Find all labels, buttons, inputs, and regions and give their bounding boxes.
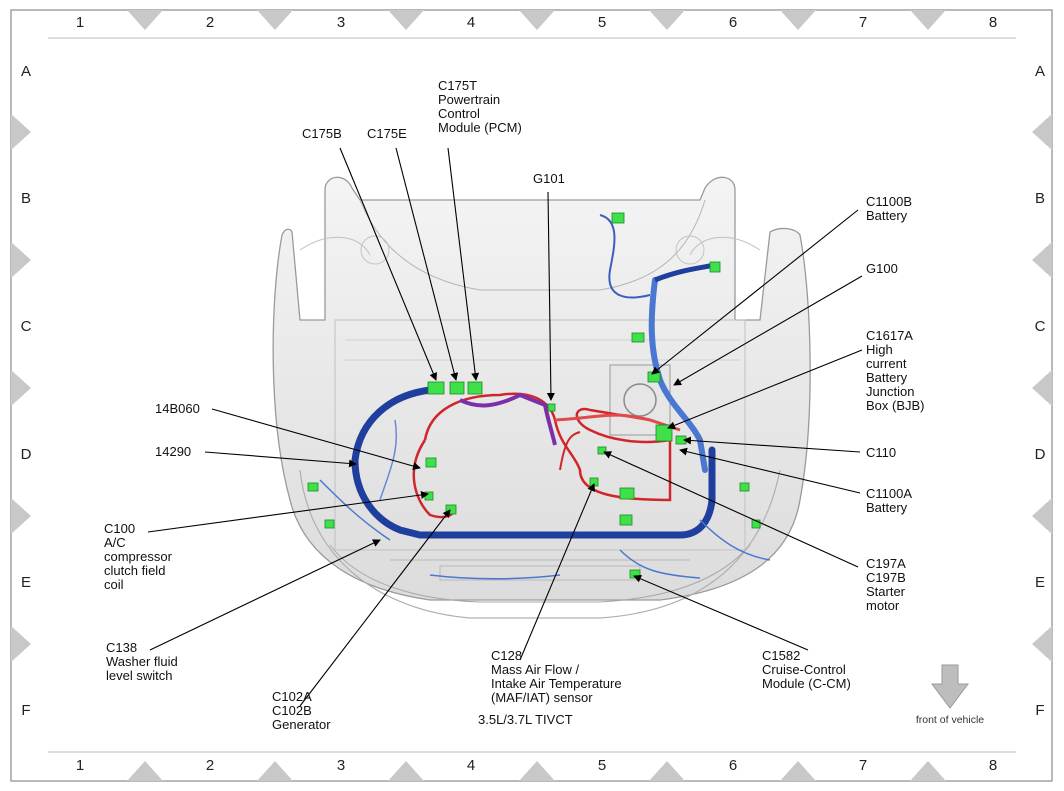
- callout-c197: C197A C197B Starter motor: [866, 556, 909, 613]
- row-label-right: B: [1035, 190, 1045, 207]
- grid-marker: [388, 10, 424, 30]
- grid-marker: [1032, 498, 1052, 534]
- front-of-vehicle-indicator: front of vehicle: [916, 664, 984, 726]
- grid-marker: [11, 626, 31, 662]
- callout-14b060: 14B060: [155, 401, 200, 416]
- col-label-bottom: 6: [729, 757, 737, 774]
- col-label-bottom: 8: [989, 757, 997, 774]
- col-label-top: 8: [989, 14, 997, 31]
- col-label-top: 1: [76, 14, 84, 31]
- row-label-left: A: [21, 63, 31, 80]
- connector-c175b: [427, 381, 445, 395]
- callout-c175e: C175E: [367, 126, 407, 141]
- row-label-right: D: [1035, 446, 1046, 463]
- callout-c1100b: C1100B Battery: [866, 194, 916, 223]
- callout-c175b: C175B: [302, 126, 342, 141]
- callout-c1582: C1582 Cruise-Control Module (C-CM): [762, 648, 851, 691]
- row-label-right: F: [1035, 702, 1044, 719]
- connector-c175t: [467, 381, 483, 395]
- grid-marker: [257, 761, 293, 781]
- col-label-bottom: 3: [337, 757, 345, 774]
- grid-marker: [257, 10, 293, 30]
- row-label-right: E: [1035, 574, 1045, 591]
- callout-c138: C138 Washer fluid level switch: [106, 640, 181, 683]
- grid-marker: [910, 761, 946, 781]
- grid-marker: [519, 10, 555, 30]
- callout-g100: G100: [866, 261, 898, 276]
- callout-c175t: C175T Powertrain Control Module (PCM): [438, 78, 522, 135]
- connector-c1100b: [647, 371, 661, 383]
- col-label-top: 3: [337, 14, 345, 31]
- col-label-top: 6: [729, 14, 737, 31]
- col-label-top: 4: [467, 14, 475, 31]
- engine-label: 3.5L/3.7L TIVCT: [478, 712, 573, 727]
- grid-marker: [127, 10, 163, 30]
- callout-labels: C175T Powertrain Control Module (PCM) C1…: [104, 78, 925, 732]
- grid-marker: [780, 761, 816, 781]
- col-label-bottom: 2: [206, 757, 214, 774]
- connector-c175e: [449, 381, 465, 395]
- row-label-left: F: [21, 702, 30, 719]
- callout-c1617a: C1617A High current Battery Junction Box…: [866, 328, 925, 413]
- col-label-bottom: 1: [76, 757, 84, 774]
- grid-marker: [780, 10, 816, 30]
- connector-c100: [424, 491, 434, 501]
- callout-14290: 14290: [155, 444, 191, 459]
- callout-g101: G101: [533, 171, 565, 186]
- ground-g101: [547, 403, 556, 412]
- callout-c110: C110: [866, 445, 896, 460]
- grid-marker: [11, 114, 31, 150]
- connectors: [307, 212, 761, 579]
- callout-leaders: [147, 147, 863, 707]
- col-label-bottom: 5: [598, 757, 606, 774]
- grid-marker: [1032, 370, 1052, 406]
- callout-c128: C128 Mass Air Flow / Intake Air Temperat…: [491, 648, 625, 705]
- grid-marker: [11, 242, 31, 278]
- grid-marker: [127, 761, 163, 781]
- vehicle-front-outline: [272, 176, 811, 619]
- row-label-left: D: [21, 446, 32, 463]
- grid-marker: [1032, 242, 1052, 278]
- row-label-left: C: [21, 318, 32, 335]
- callout-c100: C100 A/C compressor clutch field coil: [104, 521, 176, 592]
- col-label-top: 5: [598, 14, 606, 31]
- pcm-harness-purple: [459, 392, 557, 446]
- grid-labels: 1 2 3 4 5 6 7 8 1 2 3 4 5 6 7 8 A B C D …: [21, 14, 1046, 774]
- grid-marker: [1032, 626, 1052, 662]
- connector-c197: [597, 446, 607, 455]
- grid-marker: [11, 498, 31, 534]
- down-arrow-icon: [931, 664, 969, 709]
- grid-marker: [649, 761, 685, 781]
- col-label-top: 7: [859, 14, 867, 31]
- row-label-left: B: [21, 190, 31, 207]
- grid-marker: [649, 10, 685, 30]
- row-label-right: C: [1035, 318, 1046, 335]
- power-harness-red: [423, 392, 672, 502]
- col-label-top: 2: [206, 14, 214, 31]
- main-harness-blue: [351, 386, 716, 539]
- grid-marker: [1032, 114, 1052, 150]
- col-label-bottom: 4: [467, 757, 475, 774]
- callout-c102: C102A C102B Generator: [272, 689, 331, 732]
- grid-marker: [388, 761, 424, 781]
- grid-marker: [11, 370, 31, 406]
- col-label-bottom: 7: [859, 757, 867, 774]
- grid-marker: [519, 761, 555, 781]
- grid-marker: [910, 10, 946, 30]
- row-label-right: A: [1035, 63, 1045, 80]
- row-label-left: E: [21, 574, 31, 591]
- callout-c1100a: C1100A Battery: [866, 486, 915, 515]
- grid-border-markers: [11, 10, 1052, 781]
- front-of-vehicle-label: front of vehicle: [916, 714, 984, 726]
